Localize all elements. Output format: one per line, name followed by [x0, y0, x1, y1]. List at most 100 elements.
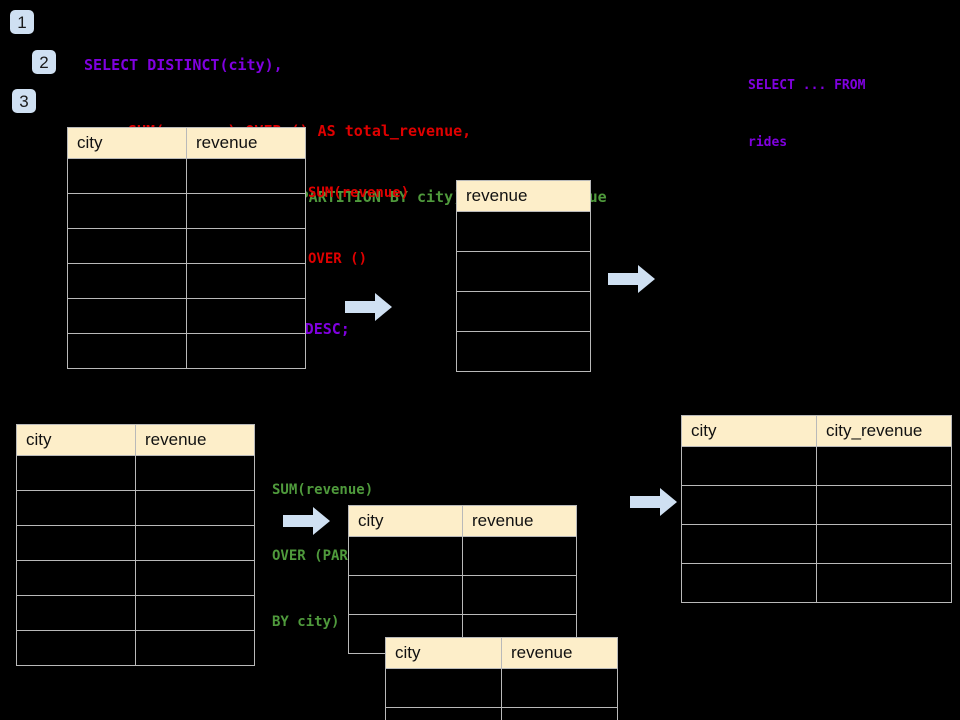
table-cell	[67, 158, 187, 194]
table-cell	[16, 490, 136, 526]
column-header-city-revenue: city_revenue	[816, 415, 952, 447]
table-cell	[186, 333, 306, 369]
table-header-row: city revenue	[348, 505, 577, 537]
table-cell	[681, 524, 817, 564]
table-cell	[135, 595, 255, 631]
annotation-select-from-line1: SELECT ... FROM	[748, 78, 866, 93]
annotation-sum-over-empty-line1: SUM(revenue)	[308, 185, 410, 201]
table-row	[67, 333, 306, 369]
table-row	[348, 575, 577, 615]
table-cell	[135, 630, 255, 666]
table-cell	[456, 211, 591, 252]
table-row	[16, 455, 255, 491]
table-row	[16, 525, 255, 561]
table-cell	[186, 193, 306, 229]
table-cell	[16, 630, 136, 666]
table-cell	[16, 595, 136, 631]
table-cell	[186, 263, 306, 299]
table-cell	[681, 446, 817, 486]
column-header-revenue: revenue	[456, 180, 591, 212]
table-row	[16, 560, 255, 596]
table-row	[681, 524, 952, 564]
column-header-city: city	[681, 415, 817, 447]
table-header-row: revenue	[456, 180, 591, 212]
annotation-sum-over-empty: SUM(revenue) OVER ()	[308, 138, 409, 314]
table-cell	[67, 298, 187, 334]
table-cell	[385, 668, 502, 708]
column-header-city: city	[385, 637, 502, 669]
table-row	[67, 298, 306, 334]
table-partition-back: city revenue	[348, 505, 577, 654]
table-row	[16, 490, 255, 526]
table-cell	[16, 560, 136, 596]
table-cell	[385, 707, 502, 720]
table-cell	[462, 575, 577, 615]
table-row	[456, 251, 591, 292]
table-cell	[186, 228, 306, 264]
table-cell	[681, 485, 817, 525]
annotation-select-from-line2: rides	[748, 135, 788, 150]
annotation-sum-over-partition-line1: SUM(revenue)	[272, 482, 374, 498]
table-row	[456, 331, 591, 372]
column-header-revenue: revenue	[186, 127, 306, 159]
step-badge-2: 2	[32, 50, 56, 74]
column-header-city: city	[67, 127, 187, 159]
table-cell	[681, 563, 817, 603]
table-result: city city_revenue	[681, 415, 952, 603]
table-source-top: city revenue	[67, 127, 306, 369]
table-header-row: city city_revenue	[681, 415, 952, 447]
sql-line-select: SELECT DISTINCT(city),	[84, 56, 283, 74]
table-row	[681, 485, 952, 525]
table-partition-front: city revenue	[385, 637, 618, 720]
column-header-revenue: revenue	[135, 424, 255, 456]
table-cell	[456, 331, 591, 372]
table-cell	[135, 525, 255, 561]
table-total-revenue: revenue	[456, 180, 591, 372]
table-row	[67, 263, 306, 299]
table-cell	[456, 251, 591, 292]
arrow-partition-to-result-icon	[630, 488, 677, 516]
table-cell	[135, 560, 255, 596]
table-cell	[816, 563, 952, 603]
table-row	[16, 630, 255, 666]
table-cell	[135, 455, 255, 491]
table-cell	[186, 298, 306, 334]
table-cell	[501, 668, 618, 708]
table-cell	[16, 455, 136, 491]
table-cell	[16, 525, 136, 561]
table-source-bottom: city revenue	[16, 424, 255, 666]
table-cell	[462, 536, 577, 576]
table-row	[67, 158, 306, 194]
step-badge-3: 3	[12, 89, 36, 113]
table-header-row: city revenue	[16, 424, 255, 456]
table-cell	[816, 485, 952, 525]
column-header-city: city	[16, 424, 136, 456]
table-cell	[67, 263, 187, 299]
table-row	[67, 228, 306, 264]
column-header-city: city	[348, 505, 463, 537]
step-badge-1: 1	[10, 10, 34, 34]
table-cell	[186, 158, 306, 194]
column-header-revenue: revenue	[501, 637, 618, 669]
column-header-revenue: revenue	[462, 505, 577, 537]
table-row	[681, 446, 952, 486]
table-row	[385, 668, 618, 708]
table-cell	[816, 446, 952, 486]
table-cell	[816, 524, 952, 564]
arrow-total-to-result-icon	[608, 265, 655, 293]
table-row	[67, 193, 306, 229]
table-cell	[348, 536, 463, 576]
table-cell	[348, 575, 463, 615]
table-row	[385, 707, 618, 720]
table-cell	[67, 228, 187, 264]
table-row	[16, 595, 255, 631]
annotation-sum-over-partition-line3: BY city)	[272, 614, 340, 630]
arrow-source-to-total-icon	[345, 293, 392, 321]
table-cell	[67, 193, 187, 229]
table-row	[456, 211, 591, 252]
table-cell	[67, 333, 187, 369]
table-row	[456, 291, 591, 332]
table-row	[348, 536, 577, 576]
table-cell	[456, 291, 591, 332]
